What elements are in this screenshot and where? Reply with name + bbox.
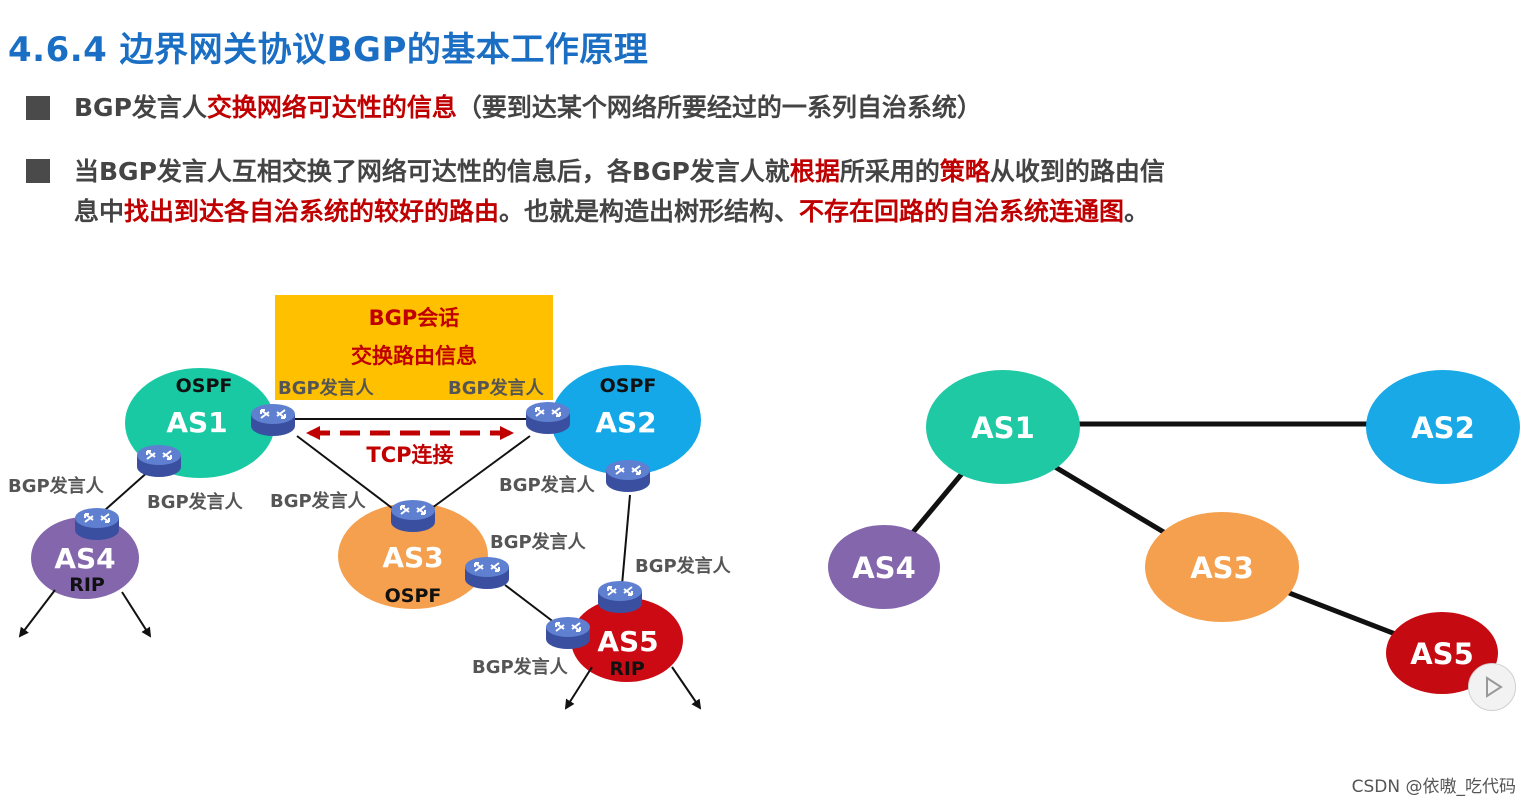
as3-protocol-label: OSPF <box>385 585 442 607</box>
external-arrow-icon <box>121 591 152 638</box>
router-icon <box>250 403 296 437</box>
bullet-1-highlight: 交换网络可达性的信息 <box>206 93 457 122</box>
graph-as2-node <box>1366 370 1520 484</box>
graph-as5-node <box>1386 612 1498 694</box>
as5-protocol-label: RIP <box>609 658 645 680</box>
router-icon <box>390 499 436 533</box>
tcp-connection-label: TCP连接 <box>366 443 453 467</box>
bullet-2-text: 从收到的路由信 <box>989 157 1165 186</box>
router-icon <box>74 507 120 541</box>
page-title: 4.6.4 边界网关协议BGP的基本工作原理 <box>8 30 649 70</box>
bullet-2-line-1: 当BGP发言人互相交换了网络可达性的信息后，各BGP发言人就根据所采用的策略从收… <box>74 152 1165 192</box>
as3-node <box>338 503 488 609</box>
router-icon <box>464 556 510 590</box>
bgp-link-as2-as5 <box>621 494 631 586</box>
bgp-session-box <box>275 295 553 400</box>
bullet-2-text: 。 <box>1124 197 1150 226</box>
bullet-2-text: 息中 <box>74 197 125 226</box>
as5-node <box>571 598 683 682</box>
as2-node <box>551 365 701 475</box>
router-icon <box>605 459 651 493</box>
bullet-2-highlight: 不存在回路的自治系统连通图 <box>799 197 1125 226</box>
bgp-speaker-label: BGP发言人 <box>499 474 596 496</box>
graph-as4-node <box>828 525 940 609</box>
graph-as1-label: AS1 <box>971 411 1035 445</box>
router-icon <box>525 401 571 435</box>
play-icon <box>1486 676 1503 698</box>
bgp-link-as2-as3 <box>431 435 531 509</box>
router-icon <box>597 580 643 614</box>
as1-protocol-label: OSPF <box>176 375 233 397</box>
as2-label: AS2 <box>595 406 656 439</box>
bullet-2-highlight: 根据 <box>789 157 840 186</box>
bullet-1-text: BGP发言人交换网络可达性的信息（要到达某个网络所要经过的一系列自治系统） <box>74 88 982 128</box>
bullet-square-icon <box>26 96 50 120</box>
as4-node <box>31 517 139 599</box>
graph-as1-node <box>926 370 1080 484</box>
as1-label: AS1 <box>166 406 227 439</box>
bgp-speaker-label: BGP发言人 <box>448 377 545 399</box>
bullet-1-part-a: BGP发言人 <box>74 93 207 122</box>
bullet-1-part-c: （要到达某个网络所要经过的一系列自治系统） <box>456 93 982 122</box>
external-arrow-icon <box>671 666 702 710</box>
as5-label: AS5 <box>597 625 658 658</box>
bgp-speaker-label: BGP发言人 <box>472 656 569 678</box>
bgp-speaker-label: BGP发言人 <box>270 490 367 512</box>
bgp-link-as3-as5 <box>504 584 556 624</box>
as2-protocol-label: OSPF <box>600 375 657 397</box>
bgp-speaker-label: BGP发言人 <box>147 491 244 513</box>
watermark: CSDN @依嗷_吃代码 <box>1351 777 1516 797</box>
as3-label: AS3 <box>382 541 443 574</box>
as4-label: AS4 <box>54 542 115 575</box>
bullet-2-line-2: 息中找出到达各自治系统的较好的路由。也就是构造出树形结构、不存在回路的自治系统连… <box>74 192 1149 232</box>
bullet-2-highlight: 找出到达各自治系统的较好的路由 <box>124 197 500 226</box>
bgp-speaker-label: BGP发言人 <box>278 377 375 399</box>
graph-as3-label: AS3 <box>1190 551 1254 585</box>
router-icon <box>545 616 591 650</box>
play-button[interactable] <box>1468 663 1516 711</box>
graph-as5-label: AS5 <box>1410 637 1474 671</box>
bgp-speaker-label: BGP发言人 <box>8 475 105 497</box>
graph-as2-label: AS2 <box>1411 411 1475 445</box>
bgp-link-as1-as4 <box>104 469 151 511</box>
bgp-session-label: BGP会话 <box>369 306 460 330</box>
bullet-square-icon <box>26 159 50 183</box>
bgp-link-as1-as3 <box>296 435 393 509</box>
bullet-2-text: 所采用的 <box>839 157 940 186</box>
exchange-routing-info-label: 交换路由信息 <box>351 344 477 368</box>
as4-protocol-label: RIP <box>69 574 105 596</box>
bullet-2-highlight: 策略 <box>939 157 990 186</box>
router-icon <box>136 444 182 478</box>
graph-as4-label: AS4 <box>852 551 916 585</box>
bullet-2-text: 当BGP发言人互相交换了网络可达性的信息后，各BGP发言人就 <box>74 157 790 186</box>
bgp-speaker-label: BGP发言人 <box>490 531 587 553</box>
external-arrow-icon <box>564 666 593 710</box>
graph-as3-node <box>1145 512 1299 622</box>
external-arrow-icon <box>18 589 56 638</box>
bgp-speaker-label: BGP发言人 <box>635 555 732 577</box>
bullet-2-text: 。也就是构造出树形结构、 <box>499 197 800 226</box>
